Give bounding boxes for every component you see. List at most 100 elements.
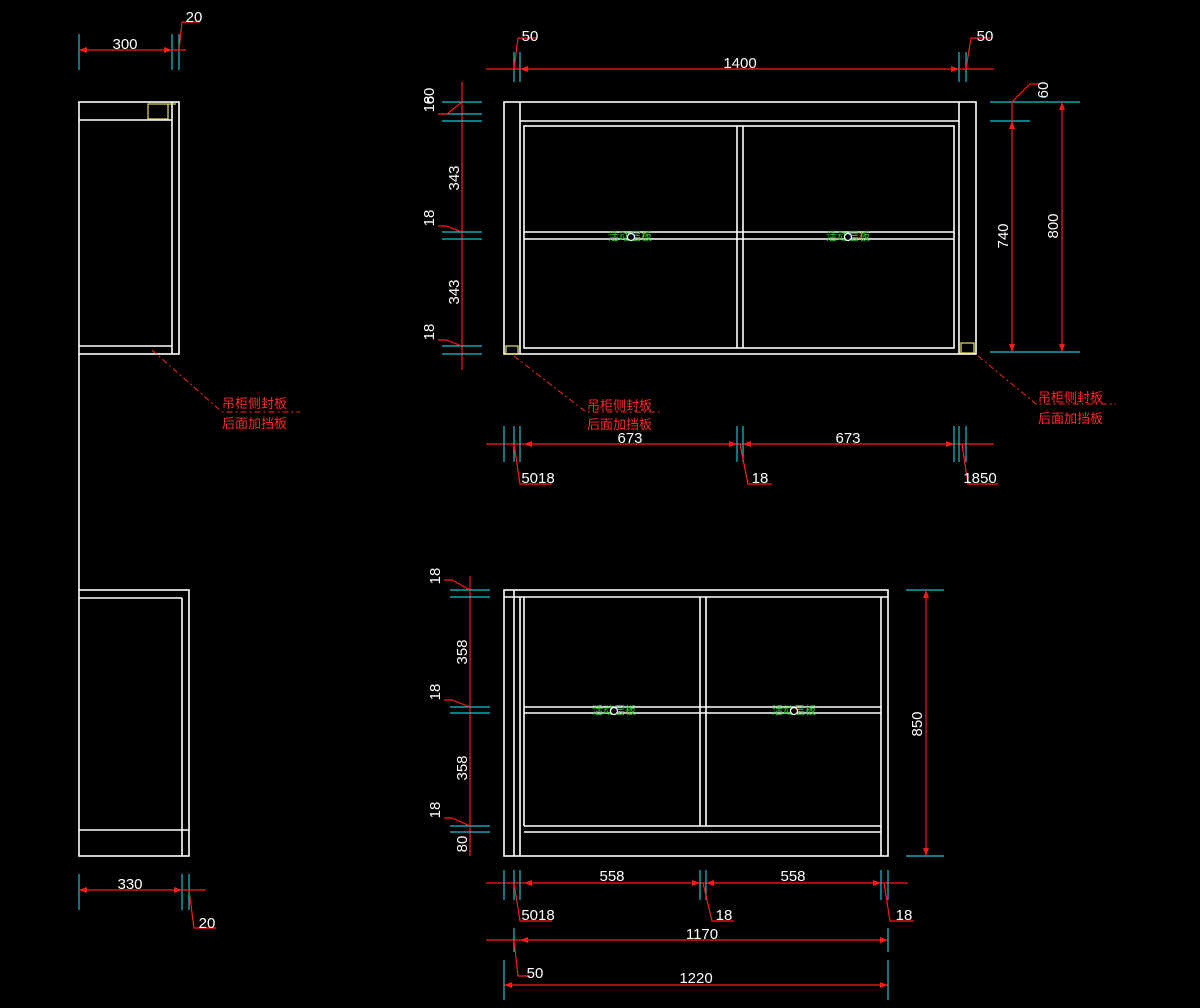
- dim-arrow: [79, 47, 87, 53]
- leader-line: [1011, 83, 1040, 103]
- dim-lower-left-offset: 50: [527, 965, 544, 982]
- dim-lower-gap-upper: 358: [454, 639, 471, 664]
- shelf-pin-icon: [789, 706, 799, 716]
- dim-lower-middle-divider: 18: [716, 907, 733, 924]
- dim-arrow: [729, 441, 737, 447]
- upper-note-left-2: 后面加挡板: [587, 417, 652, 432]
- upper-left-highlight: [505, 345, 519, 355]
- dim-arrow: [880, 982, 888, 988]
- side-note-line1: 吊柜侧封板: [222, 396, 287, 411]
- dim-upper-total-height: 800: [1045, 213, 1062, 238]
- leader-line: [513, 882, 552, 922]
- dim-upper-top-right: 60: [1035, 82, 1052, 99]
- dim-upper-bay-right: 673: [835, 430, 860, 447]
- dim-arrow: [520, 66, 528, 72]
- dim-arrow: [1009, 121, 1015, 129]
- dim-arrow: [520, 937, 528, 943]
- side-view: 300 20 330 20 吊柜侧封板 后面加挡板: [78, 9, 300, 932]
- dim-arrow: [946, 441, 954, 447]
- dim-arrow: [692, 880, 700, 886]
- dim-lower-bay-right: 558: [780, 868, 805, 885]
- side-upper-cabinet-outline: [78, 101, 180, 355]
- dim-side-top-gap: 20: [186, 9, 203, 26]
- leader-line: [444, 699, 471, 708]
- leader-line: [444, 579, 471, 591]
- dim-arrow: [524, 441, 532, 447]
- dim-upper-total-width: 1400: [723, 55, 756, 72]
- note-leader: [513, 355, 662, 413]
- dim-upper-bay-left: 673: [617, 430, 642, 447]
- leader-line: [513, 37, 536, 70]
- dim-lower-total-height: 850: [909, 711, 926, 736]
- dim-lower-inner-width: 1170: [686, 926, 718, 943]
- dim-upper-top-rail-b: 60: [421, 88, 438, 105]
- dim-lower-gap-lower: 358: [454, 755, 471, 780]
- dim-arrow: [923, 590, 929, 598]
- dim-lower-right-divider: 18: [896, 907, 913, 924]
- leader-line: [438, 101, 463, 115]
- dim-lower-shelf-thickness: 18: [427, 684, 444, 701]
- dim-arrow: [79, 887, 87, 893]
- dim-upper-gap-upper: 343: [446, 165, 463, 190]
- dim-arrow: [743, 441, 751, 447]
- dim-arrow: [504, 982, 512, 988]
- upper-note-right-2: 后面加挡板: [1038, 411, 1103, 426]
- upper-cabinet-outline: [503, 101, 977, 355]
- note-leader: [977, 355, 1116, 405]
- leader-line: [513, 443, 552, 485]
- leader-line: [883, 882, 914, 922]
- dim-arrow: [873, 880, 881, 886]
- shelf-pin-icon: [843, 232, 853, 242]
- leader-line: [188, 889, 216, 929]
- dim-lower-bay-left: 558: [599, 868, 624, 885]
- leader-line: [444, 817, 471, 827]
- dim-lower-top-thickness: 18: [427, 568, 444, 585]
- leader-line: [961, 443, 998, 485]
- dim-arrow: [1009, 344, 1015, 352]
- lower-cabinet-outline: [503, 589, 889, 857]
- leader-line: [513, 939, 530, 977]
- side-note-line2: 后面加挡板: [222, 416, 287, 431]
- leader-line: [438, 225, 463, 233]
- lower-cabinet-front: 活动层板 活动层板 18 358 18 358 18 80 850: [427, 568, 944, 1000]
- upper-note-left-1: 吊柜侧封板: [587, 398, 652, 413]
- leader-line: [739, 443, 772, 485]
- dim-upper-side-right: 50: [977, 28, 994, 45]
- upper-note-right-1: 吊柜侧封板: [1038, 390, 1103, 405]
- dim-arrow: [951, 66, 959, 72]
- dim-upper-bottom-right: 1850: [963, 470, 996, 487]
- dim-upper-bottom-thickness: 18: [421, 324, 438, 341]
- dim-upper-shelf-thickness: 18: [421, 210, 438, 227]
- dim-upper-side-left: 50: [522, 28, 539, 45]
- side-upper-highlight: [147, 103, 169, 120]
- dim-upper-top-rail-a: 18: [421, 96, 438, 113]
- dim-arrow: [923, 848, 929, 856]
- note-leader: [151, 349, 300, 413]
- shelf-pin-icon: [626, 232, 636, 242]
- dim-arrow: [706, 880, 714, 886]
- dim-arrow: [174, 887, 182, 893]
- dim-lower-bottom-thickness: 18: [427, 802, 444, 819]
- upper-right-highlight: [960, 342, 975, 354]
- dim-arrow: [524, 880, 532, 886]
- dim-lower-total-width: 1220: [679, 970, 712, 987]
- side-lower-cabinet-outline: [78, 589, 190, 857]
- dim-side-bottom-gap: 20: [199, 915, 216, 932]
- dim-arrow: [1059, 344, 1065, 352]
- dim-arrow: [880, 937, 888, 943]
- dim-lower-plinth: 80: [454, 836, 471, 853]
- leader-line: [438, 339, 463, 347]
- dim-side-bottom-depth: 330: [117, 876, 142, 893]
- dim-side-top-depth: 300: [112, 36, 137, 53]
- dim-upper-inner-height: 740: [995, 223, 1012, 248]
- dim-arrow: [164, 47, 172, 53]
- upper-inner-frame: [523, 125, 955, 349]
- dim-lower-bottom-left: 5018: [521, 907, 554, 924]
- upper-cabinet-front: 活动层板 活动层板 1400 50 50 18 60 343 18 343: [421, 28, 1116, 487]
- shelf-pin-icon: [609, 706, 619, 716]
- dim-upper-bottom-left: 5018: [521, 470, 554, 487]
- leader-line: [178, 21, 200, 51]
- leader-line: [965, 37, 990, 70]
- dim-upper-middle-divider: 18: [752, 470, 769, 487]
